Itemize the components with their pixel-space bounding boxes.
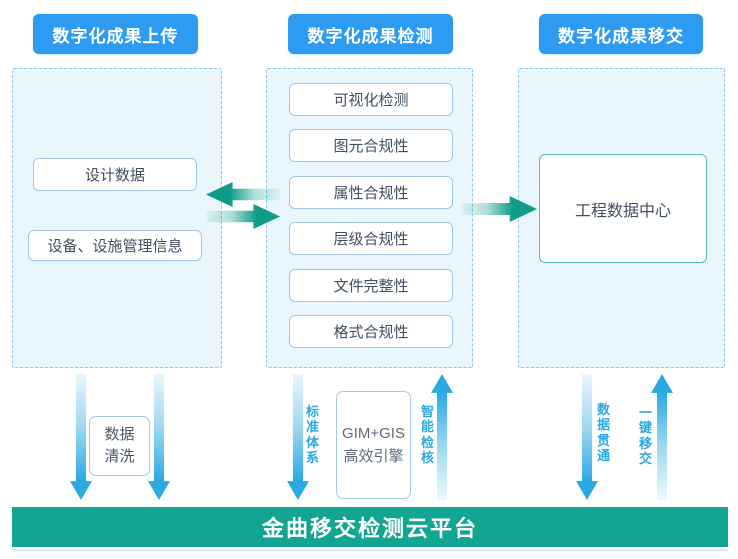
label-one-key-transfer: 一键移交	[638, 405, 652, 466]
box-element-compliance: 图元合规性	[289, 129, 453, 162]
box-file-integrity: 文件完整性	[289, 269, 453, 302]
down-arrow-icon	[576, 374, 598, 500]
box-gim-gis-engine-line1: GIM+GIS	[342, 424, 405, 442]
panel-upload	[12, 68, 222, 368]
box-gim-gis-engine-line2: 高效引擎	[343, 448, 404, 465]
header-transfer: 数字化成果移交	[539, 14, 703, 54]
box-data-cleaning: 数据 清洗	[89, 416, 150, 476]
label-intelligent-check: 智能检核	[420, 404, 434, 465]
box-attribute-compliance: 属性合规性	[289, 176, 453, 209]
box-design-data: 设计数据	[33, 158, 197, 191]
box-format-compliance: 格式合规性	[289, 315, 453, 348]
header-detection: 数字化成果检测	[288, 14, 453, 54]
box-hierarchy-compliance: 层级合规性	[289, 222, 453, 255]
up-arrow-icon	[651, 374, 673, 500]
platform-bar-glow	[12, 549, 728, 553]
label-standard-system: 标准体系	[305, 404, 319, 465]
box-gim-gis-engine: GIM+GIS 高效引擎	[336, 391, 411, 499]
label-data-through: 数据贯通	[596, 402, 610, 463]
box-data-cleaning-line2: 清洗	[104, 448, 135, 465]
box-engineering-data-center: 工程数据中心	[539, 154, 707, 263]
header-upload: 数字化成果上传	[33, 14, 198, 54]
platform-bar: 金曲移交检测云平台	[12, 507, 728, 547]
box-visual-check: 可视化检测	[289, 83, 453, 116]
box-equipment-info: 设备、设施管理信息	[28, 230, 202, 261]
down-arrow-icon	[148, 374, 170, 500]
box-data-cleaning-line1: 数据	[104, 425, 135, 443]
